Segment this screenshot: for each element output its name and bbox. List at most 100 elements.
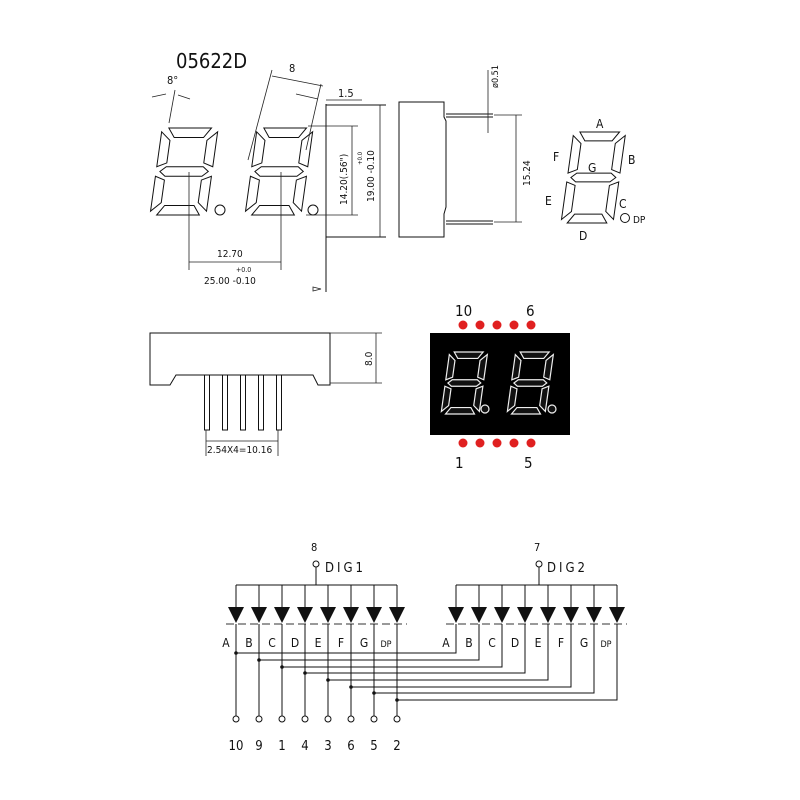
pinmap-digit-1-segment-f xyxy=(445,353,456,381)
segment-id-digit-segment-b xyxy=(611,134,626,174)
pin-dot-top xyxy=(458,320,468,330)
pin-label-bottom-left: 1 xyxy=(455,454,464,472)
pinmap-digit-1-segment-c xyxy=(473,385,484,413)
segment-id-label-d: D xyxy=(579,229,587,243)
segment-wire xyxy=(305,624,526,674)
segment-label-2-f: F xyxy=(558,636,564,650)
pin-number-label: 10 xyxy=(229,739,244,754)
width-tolerance: +0.0 xyxy=(236,266,251,274)
pin-dot-bottom xyxy=(458,438,468,448)
common-1-label: DIG1 xyxy=(325,561,366,576)
pinmap-dp-1 xyxy=(480,404,490,414)
front-digit-2-segment-b xyxy=(298,130,314,168)
pin-label-top-left: 10 xyxy=(455,302,472,320)
pinmap-digit-2-segment-b xyxy=(543,353,555,381)
segment-id-label-dp: DP xyxy=(633,215,646,226)
segment-id-label-e: E xyxy=(545,194,552,208)
segment-label-2-b: B xyxy=(465,636,472,650)
front-digit-2-segment-g xyxy=(254,166,305,177)
pinmap-digit-2-segment-d xyxy=(510,406,542,415)
led-diode-icon xyxy=(563,607,579,623)
pinmap-digit-2-segment-e xyxy=(506,385,518,413)
led-diode-icon xyxy=(471,607,487,623)
pin-terminal xyxy=(255,715,263,723)
pin-number-label: 5 xyxy=(370,739,377,754)
segment-label-1-g: G xyxy=(360,636,368,650)
segment-id-label-f: F xyxy=(553,150,559,164)
segment-wire xyxy=(374,624,595,694)
pin-number-label: 6 xyxy=(347,739,354,754)
front-digit-1-segment-d xyxy=(155,204,201,216)
segment-label-2-e: E xyxy=(535,636,542,650)
digit-height-dimension: 14.20(.56") xyxy=(339,154,350,205)
pin-pitch-dimension: 2.54X4=10.16 xyxy=(207,445,272,456)
pin-dot-top xyxy=(475,320,485,330)
pin-label-bottom-right: 5 xyxy=(524,454,533,472)
pin-number-label: 9 xyxy=(255,739,262,754)
segment-wire xyxy=(236,624,457,654)
segment-label-1-e: E xyxy=(315,636,322,650)
segment-width-dimension: 1.5 xyxy=(338,87,354,100)
front-digit-2-segment-a xyxy=(262,127,308,139)
segment-wire xyxy=(282,624,503,668)
width-dimension: 25.00 -0.10 xyxy=(204,276,256,287)
segment-label-1-a: A xyxy=(222,636,230,650)
bottom-view-pin xyxy=(240,374,246,431)
segment-label-1-c: C xyxy=(268,636,276,650)
segment-label-2-c: C xyxy=(488,636,496,650)
segment-id-dp xyxy=(620,213,630,223)
segment-label-1-dp: DP xyxy=(380,640,391,650)
pin-row-spacing-dimension: 15.24 xyxy=(522,160,533,186)
bottom-view-pin xyxy=(204,374,210,431)
height-dimension: 19.00 -0.10 xyxy=(366,150,377,202)
front-digit-1-segment-a xyxy=(167,127,213,139)
pin-dot-bottom xyxy=(492,438,502,448)
side-view: 14.20(.56") +0.0 19.00 -0.10 ø0.51 15.24 xyxy=(306,65,533,292)
front-digit-2-segment-d xyxy=(250,204,296,216)
common-2-label: DIG2 xyxy=(547,561,588,576)
pin-terminal xyxy=(278,715,286,723)
segment-id-label-a: A xyxy=(596,117,604,131)
segment-label-2-g: G xyxy=(580,636,588,650)
front-digit-1-segment-f xyxy=(156,130,171,168)
digit-width-dimension: 8 xyxy=(289,62,295,75)
front-digit-1-segment-e xyxy=(149,175,165,213)
segment-label-2-dp: DP xyxy=(600,640,611,650)
led-diode-icon xyxy=(251,607,267,623)
pin-dot-bottom xyxy=(526,438,536,448)
pin-terminal xyxy=(370,715,378,723)
pinmap-digit-2-segment-c xyxy=(539,385,550,413)
pinmap-digit-1-segment-d xyxy=(444,406,476,415)
pin-terminal xyxy=(324,715,332,723)
led-diode-icon xyxy=(320,607,336,623)
pinmap-digit-1-segment-e xyxy=(440,385,452,413)
led-diode-icon xyxy=(609,607,625,623)
segment-id-digit-segment-a xyxy=(579,131,621,142)
tilt-dimension: 8° xyxy=(167,74,178,87)
pinmap-digit-2-segment-f xyxy=(511,353,522,381)
pinmap-digit-2-segment-a xyxy=(519,351,551,360)
pin-label-top-right: 6 xyxy=(526,302,535,320)
segment-wire xyxy=(328,624,549,681)
pin-terminal xyxy=(347,715,355,723)
pin-number-label: 1 xyxy=(278,739,285,754)
front-view xyxy=(149,127,319,216)
segment-id-digit-segment-c xyxy=(605,181,620,221)
segment-id-label-c: C xyxy=(619,197,627,211)
common-terminal-1 xyxy=(312,560,320,568)
pin-dot-top xyxy=(492,320,502,330)
pin-map: 10 6 1 5 xyxy=(430,302,570,472)
segment-id-digit-segment-e xyxy=(560,181,576,221)
bottom-view: 8.0 2.54X4=10.16 xyxy=(149,332,382,456)
led-diode-icon xyxy=(389,607,405,623)
pin-number-label: 3 xyxy=(324,739,331,754)
pin-terminal xyxy=(301,715,309,723)
pinmap-digit-1-segment-g xyxy=(446,379,482,387)
pin-dot-bottom xyxy=(509,438,519,448)
led-diode-icon xyxy=(517,607,533,623)
segment-id-digit-segment-f xyxy=(567,134,582,174)
pinmap-digit-1-segment-a xyxy=(453,351,485,360)
bottom-view-pin xyxy=(258,374,264,431)
